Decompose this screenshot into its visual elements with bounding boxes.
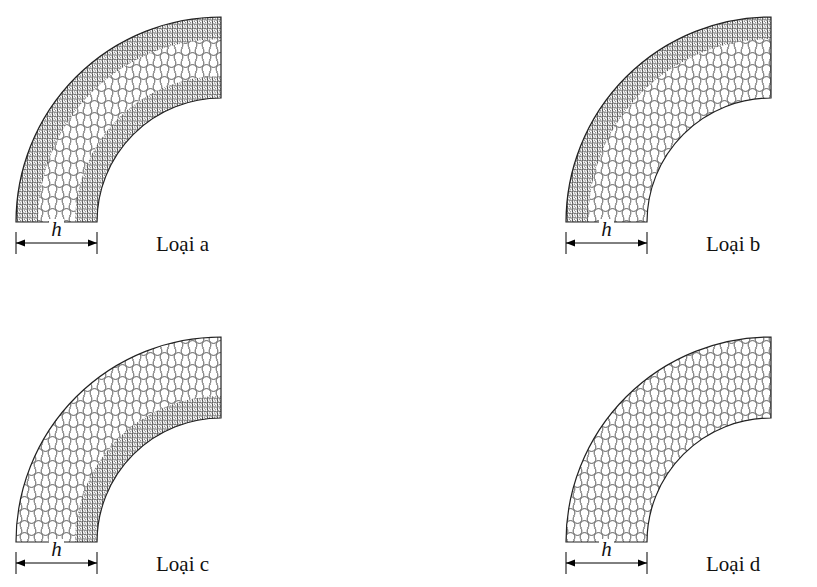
arrow-head	[88, 240, 97, 247]
foam-core	[566, 337, 771, 542]
foam-core	[566, 17, 771, 222]
foam-core	[16, 17, 221, 222]
dimension-line	[566, 563, 647, 564]
shape-outline	[16, 337, 221, 542]
arrow-head	[566, 240, 575, 247]
dimension-label: h	[49, 539, 64, 560]
shape-outline	[566, 337, 771, 542]
dense-layer	[75, 396, 221, 542]
type-label: Loại a	[156, 234, 209, 255]
arrow-head	[16, 560, 25, 567]
type-label: Loại c	[156, 554, 209, 575]
arrow-head	[638, 560, 647, 567]
dimension-line	[16, 563, 97, 564]
type-label: Loại d	[706, 554, 760, 575]
dimension-line	[566, 243, 647, 244]
arrow-head	[88, 560, 97, 567]
dimension-label: h	[599, 539, 614, 560]
dense-layer	[566, 17, 771, 222]
shape-outline	[16, 17, 221, 222]
dimension-label: h	[49, 219, 64, 240]
foam-core	[16, 337, 221, 542]
type-label: Loại b	[706, 234, 760, 255]
shape-outline	[566, 17, 771, 222]
arrow-head	[566, 560, 575, 567]
arrow-head	[16, 240, 25, 247]
dense-layer	[75, 76, 221, 222]
dense-layer	[16, 17, 221, 222]
arrow-head	[638, 240, 647, 247]
dimension-label: h	[599, 219, 614, 240]
dimension-line	[16, 243, 97, 244]
